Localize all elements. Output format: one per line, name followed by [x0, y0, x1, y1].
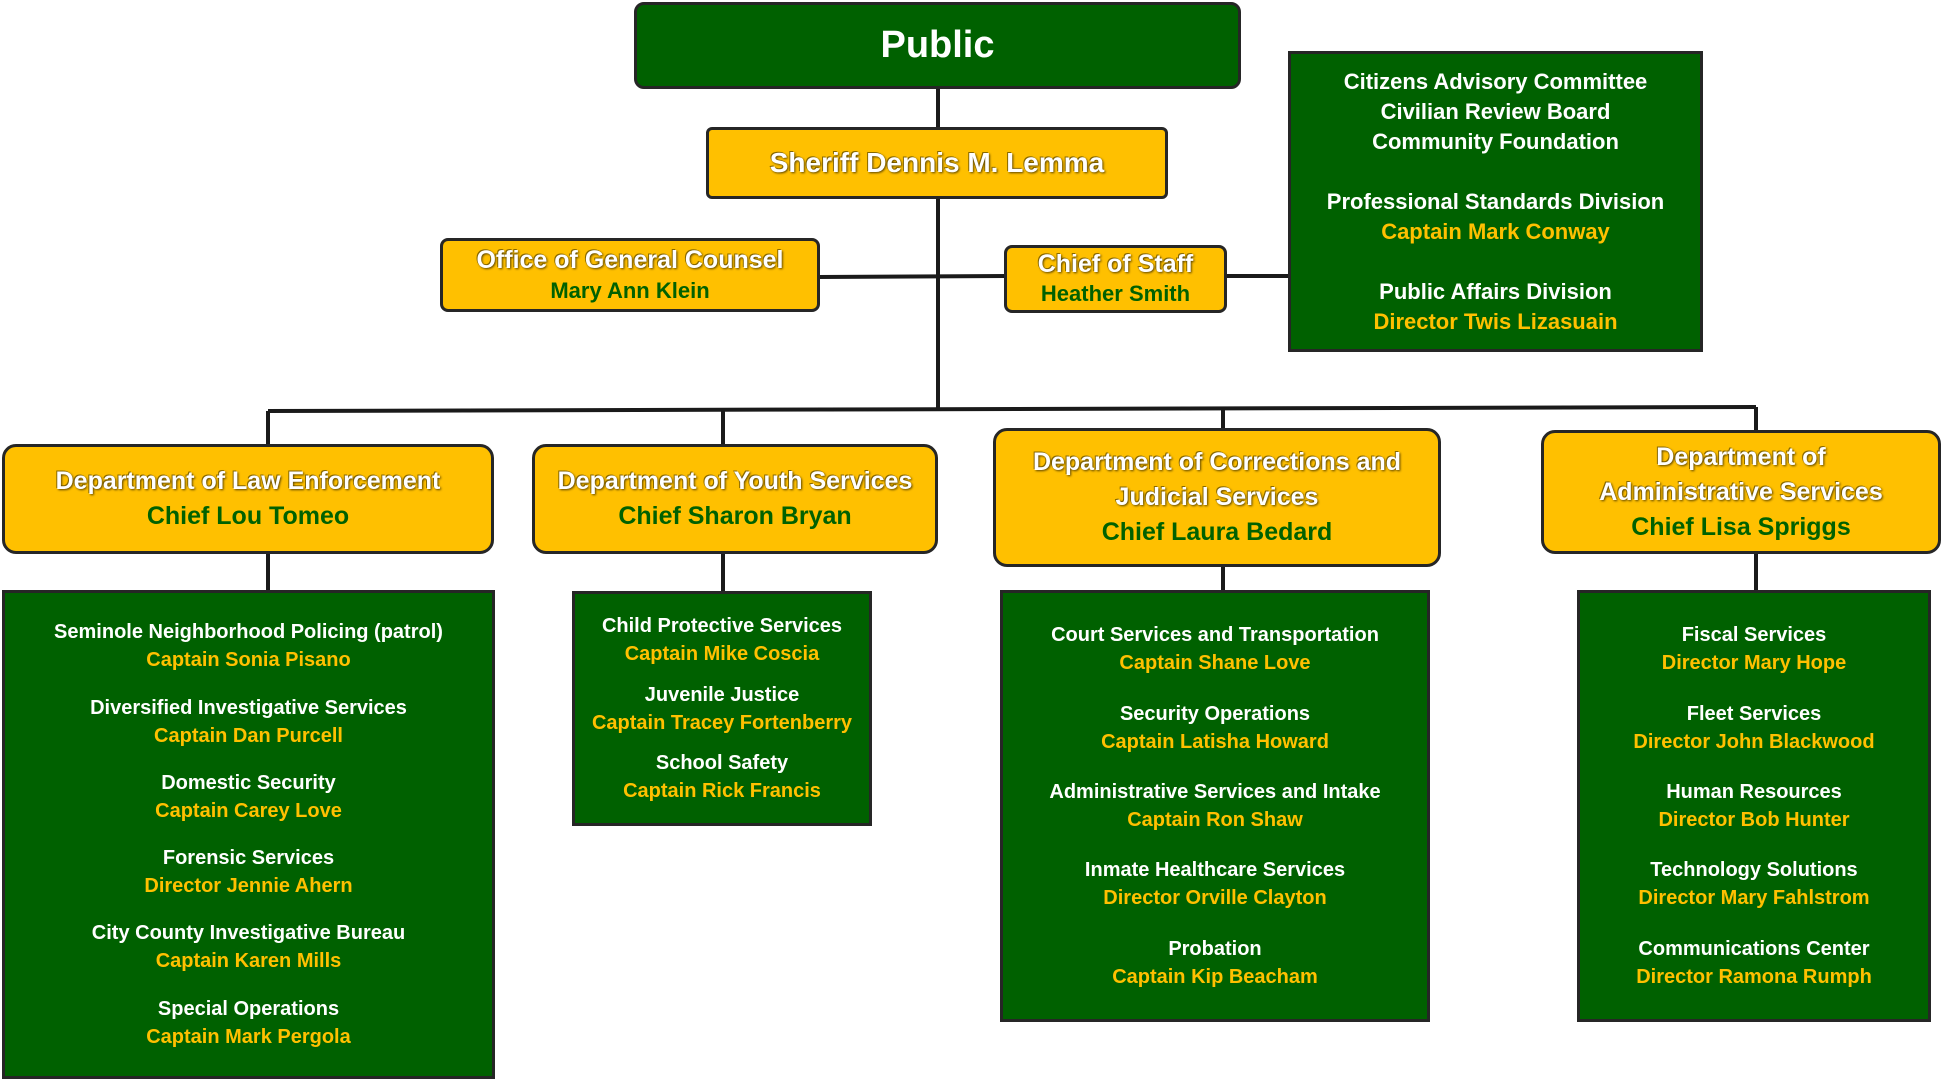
unit-name: Professional Standards Division [1326, 188, 1665, 214]
unit-head: Captain Rick Francis [623, 779, 821, 802]
list-item: Fiscal Services Director Mary Hope [1662, 621, 1847, 677]
unit-name: Special Operations [157, 997, 340, 1020]
unit-name: Communications Center [1638, 937, 1870, 960]
committee-item: Citizens Advisory Committee [1343, 68, 1648, 94]
dept-chief: Chief Lisa Spriggs [1631, 512, 1851, 541]
dept-youth-services-box: Department of Youth Services Chief Sharo… [532, 444, 938, 554]
list-item: City County Investigative Bureau Captain… [92, 919, 405, 975]
unit-head: Director Jennie Ahern [144, 875, 353, 898]
general-counsel-box: Office of General Counsel Mary Ann Klein [440, 238, 820, 312]
unit-name: Administrative Services and Intake [1049, 780, 1381, 803]
list-item: Inmate Healthcare Services Director Orvi… [1085, 856, 1345, 912]
unit-name: Diversified Investigative Services [90, 696, 407, 719]
unit-name: Technology Solutions [1650, 859, 1858, 882]
list-item: Forensic Services Director Jennie Ahern [144, 844, 352, 900]
unit-head: Captain Kip Beacham [1112, 965, 1318, 988]
list-item: Court Services and Transportation Captai… [1051, 621, 1379, 677]
unit-head: Director John Blackwood [1633, 730, 1875, 753]
sheriff-label: Sheriff Dennis M. Lemma [769, 147, 1105, 178]
unit-head: Captain Ron Shaw [1127, 808, 1303, 831]
unit-name: Fiscal Services [1681, 624, 1827, 647]
unit-head: Captain Shane Love [1119, 652, 1311, 675]
committee-item: Civilian Review Board [1380, 98, 1611, 124]
unit-head: Captain Sonia Pisano [146, 649, 351, 672]
dept-chief: Chief Sharon Bryan [618, 502, 852, 530]
dept-administrative-box: Department of Administrative Services Ch… [1541, 430, 1941, 554]
unit-head: Captain Mike Coscia [624, 643, 820, 666]
unit-head: Captain Tracey Fortenberry [591, 711, 853, 734]
list-item: School Safety Captain Rick Francis [623, 749, 821, 805]
unit-name: Human Resources [1666, 780, 1842, 803]
dept-title-line: Judicial Services [1115, 483, 1319, 511]
unit-name: Seminole Neighborhood Policing (patrol) [54, 621, 443, 644]
unit-name: Inmate Healthcare Services [1084, 859, 1346, 882]
sheriff-box: Sheriff Dennis M. Lemma [706, 127, 1168, 199]
corrections-units: Court Services and Transportation Captai… [1000, 590, 1430, 1022]
law-enforcement-units: Seminole Neighborhood Policing (patrol) … [2, 590, 495, 1079]
committee-item: Community Foundation [1372, 128, 1619, 154]
unit-head: Captain Mark Pergola [146, 1025, 351, 1048]
unit-name: Probation [1168, 937, 1262, 960]
list-item: Administrative Services and Intake Capta… [1049, 778, 1380, 834]
dept-corrections-box: Department of Corrections and Judicial S… [993, 428, 1441, 567]
list-item: Child Protective Services Captain Mike C… [602, 612, 842, 668]
list-item: Domestic Security Captain Carey Love [155, 769, 342, 825]
unit-head: Director Mary Fahlstrom [1638, 887, 1870, 910]
unit-name: Domestic Security [161, 771, 336, 794]
unit-head: Director Bob Hunter [1658, 808, 1850, 831]
dept-title: Department of Law Enforcement [55, 467, 441, 495]
dept-title-line: Administrative Services [1599, 477, 1883, 506]
list-item: Fleet Services Director John Blackwood [1633, 700, 1874, 756]
unit-name: Court Services and Transportation [1051, 624, 1379, 647]
staff-units-box: Citizens Advisory Committee Civilian Rev… [1288, 51, 1703, 352]
list-item: Communications Center Director Ramona Ru… [1636, 935, 1872, 991]
dept-title-line: Department of Corrections and [1032, 448, 1402, 476]
list-item: Human Resources Director Bob Hunter [1658, 778, 1849, 834]
public-label: Public [880, 24, 995, 66]
chief-of-staff-box: Chief of Staff Heather Smith [1004, 245, 1227, 313]
dept-chief: Chief Lou Tomeo [146, 502, 350, 530]
unit-name: Child Protective Services [601, 615, 843, 638]
list-item: Technology Solutions Director Mary Fahls… [1638, 856, 1869, 912]
unit-name: Juvenile Justice [644, 683, 800, 706]
youth-services-units: Child Protective Services Captain Mike C… [572, 591, 872, 826]
list-item: Diversified Investigative Services Capta… [90, 694, 407, 750]
unit-head: Director Orville Clayton [1103, 887, 1327, 910]
chief-of-staff-title: Chief of Staff [1037, 250, 1194, 278]
unit-head: Director Mary Hope [1661, 652, 1847, 675]
general-counsel-title: Office of General Counsel [476, 246, 784, 274]
dept-title: Department of Youth Services [557, 467, 913, 495]
list-item: Special Operations Captain Mark Pergola [146, 995, 351, 1051]
list-item: Juvenile Justice Captain Tracey Fortenbe… [592, 681, 852, 737]
list-item: Security Operations Captain Latisha Howa… [1101, 700, 1329, 756]
unit-head: Captain Latisha Howard [1101, 730, 1329, 753]
unit-name: Forensic Services [162, 847, 335, 870]
unit-head: Director Ramona Rumph [1636, 965, 1872, 988]
dept-chief: Chief Laura Bedard [1101, 518, 1333, 546]
chief-of-staff-name: Heather Smith [1040, 281, 1191, 306]
unit-head: Director Twis Lizasuain [1373, 308, 1618, 334]
unit-head: Captain Carey Love [155, 799, 342, 822]
dept-law-enforcement-box: Department of Law Enforcement Chief Lou … [2, 444, 494, 554]
dept-title-line: Department of [1656, 442, 1826, 471]
unit-name: Public Affairs Division [1379, 278, 1612, 304]
unit-head: Captain Mark Conway [1381, 218, 1610, 244]
list-item: Seminole Neighborhood Policing (patrol) … [54, 618, 443, 674]
unit-name: Fleet Services [1686, 702, 1822, 725]
unit-name: City County Investigative Bureau [91, 922, 406, 945]
unit-name: School Safety [655, 751, 789, 774]
unit-name: Security Operations [1119, 702, 1311, 725]
public-box: Public [634, 2, 1241, 89]
administrative-units: Fiscal Services Director Mary Hope Fleet… [1577, 590, 1931, 1022]
list-item: Probation Captain Kip Beacham [1112, 935, 1318, 991]
general-counsel-name: Mary Ann Klein [550, 278, 710, 303]
unit-head: Captain Karen Mills [155, 950, 342, 973]
unit-head: Captain Dan Purcell [154, 724, 343, 747]
